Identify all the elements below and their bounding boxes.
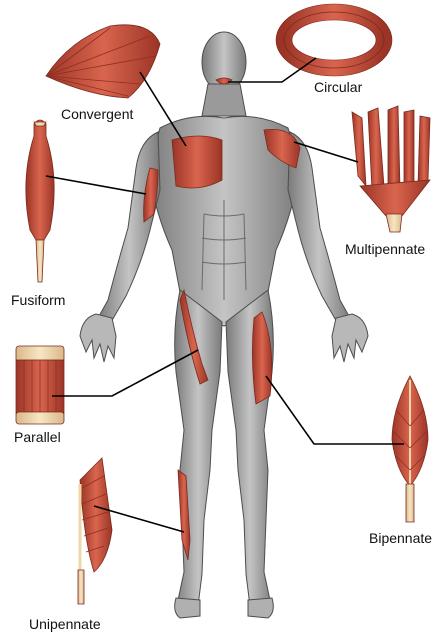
fusiform-label: Fusiform (11, 292, 65, 308)
fusiform-leader-line (46, 176, 146, 194)
neck (202, 84, 246, 116)
multipennate-muscle-illustration (352, 106, 430, 232)
left-leg (175, 290, 222, 606)
bipennate-muscle-illustration (392, 376, 428, 522)
bipennate-label: Bipennate (369, 530, 432, 546)
pectoral-highlight (172, 136, 222, 188)
unipennate-muscle-illustration (78, 458, 112, 604)
convergent-muscle-illustration (46, 25, 160, 98)
left-foot (175, 598, 200, 618)
circular-muscle-illustration (276, 4, 392, 76)
circular-label: Circular (314, 79, 362, 95)
right-foot (248, 598, 273, 618)
parallel-label: Parallel (14, 429, 61, 445)
left-hand (80, 314, 116, 362)
unipennate-label: Unipennate (29, 616, 101, 632)
multipennate-label: Multipennate (345, 241, 425, 257)
parallel-muscle-illustration (16, 346, 64, 424)
left-arm (98, 132, 160, 324)
convergent-label: Convergent (61, 106, 133, 122)
right-hand (332, 314, 368, 362)
fusiform-muscle-illustration (26, 120, 54, 282)
bipennate-leader-line (266, 376, 404, 444)
